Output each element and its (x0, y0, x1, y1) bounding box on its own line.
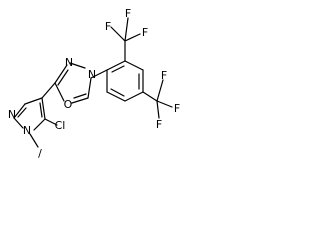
structure-diagram: N N O F F F F F F N N Cl / (8, 7, 180, 160)
pyrazole-n2: N (23, 124, 31, 137)
cf3-right-f1: F (161, 69, 167, 82)
methyl-label: / (38, 147, 42, 160)
cf3-top-f2: F (105, 20, 111, 33)
oxadiazole-n-upper: N (65, 56, 73, 69)
cf3-top-f1: F (125, 7, 131, 20)
oxadiazole-o: O (64, 98, 73, 111)
pyrazole-n1: N (8, 108, 16, 121)
atom-labels: N N O F F F F F F N N Cl / (8, 7, 180, 160)
cf3-right-f3: F (156, 118, 162, 131)
chloro-label: Cl (55, 119, 66, 132)
oxadiazole-n-lower: N (88, 68, 96, 81)
cf3-right-f2: F (174, 102, 180, 115)
bond-lines (13, 17, 173, 148)
cf3-top-f3: F (142, 26, 148, 39)
